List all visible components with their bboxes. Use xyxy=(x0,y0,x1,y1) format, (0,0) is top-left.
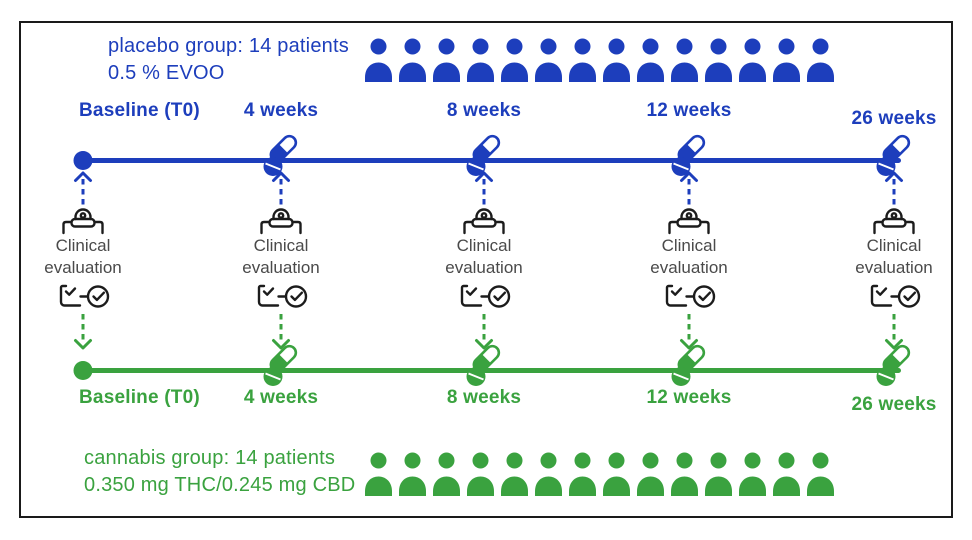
cannabis-group-dose: 0.350 mg THC/0.245 mg CBD xyxy=(84,474,356,496)
pills-icon xyxy=(876,134,911,176)
arrow-up-icon xyxy=(885,171,903,205)
cannabis-timeline-line xyxy=(79,368,901,373)
pills-icon xyxy=(263,344,298,386)
person-icon xyxy=(501,38,528,82)
timepoint-label-placebo: 12 weeks xyxy=(646,100,732,121)
checklist-done-icon xyxy=(870,284,921,308)
pills-icon xyxy=(671,344,706,386)
person-icon xyxy=(773,452,800,496)
arrow-up-icon xyxy=(475,171,493,205)
clinical-evaluation-line2: evaluation xyxy=(44,258,122,277)
person-icon xyxy=(671,452,698,496)
person-icon xyxy=(467,452,494,496)
person-icon xyxy=(637,452,664,496)
timepoint-label-cannabis: 26 weeks xyxy=(851,394,937,415)
timepoint-label-placebo: Baseline (T0) xyxy=(79,100,200,121)
clinical-evaluation-line1: Clinical xyxy=(456,236,512,255)
clinical-evaluation-line1: Clinical xyxy=(866,236,922,255)
person-icon xyxy=(365,38,392,82)
arrow-up-icon xyxy=(272,171,290,205)
checklist-done-icon xyxy=(460,284,511,308)
person-icon xyxy=(603,452,630,496)
pills-icon xyxy=(876,344,911,386)
timepoint-label-cannabis: Baseline (T0) xyxy=(79,387,200,408)
checklist-done-icon xyxy=(59,284,110,308)
clinical-evaluation-label: Clinical evaluation xyxy=(44,235,122,279)
clipboard-icon xyxy=(668,208,710,235)
person-icon xyxy=(807,452,834,496)
person-icon xyxy=(433,38,460,82)
placebo-group-line1: placebo group: 14 patients xyxy=(108,35,349,57)
clinical-evaluation-line1: Clinical xyxy=(55,236,111,255)
person-icon xyxy=(399,452,426,496)
clipboard-icon xyxy=(260,208,302,235)
person-icon xyxy=(569,38,596,82)
clinical-evaluation-line2: evaluation xyxy=(242,258,320,277)
person-icon xyxy=(773,38,800,82)
pills-icon xyxy=(671,134,706,176)
person-icon xyxy=(603,38,630,82)
clinical-evaluation-line1: Clinical xyxy=(661,236,717,255)
clinical-evaluation-line2: evaluation xyxy=(855,258,933,277)
person-icon xyxy=(433,452,460,496)
placebo-group-dose: 0.5 % EVOO xyxy=(108,62,225,84)
person-icon xyxy=(569,452,596,496)
baseline-dot-marker xyxy=(73,361,93,380)
person-icon xyxy=(365,452,392,496)
clipboard-icon xyxy=(873,208,915,235)
clipboard-icon xyxy=(62,208,104,235)
placebo-timeline-line xyxy=(79,158,901,163)
pills-icon xyxy=(466,344,501,386)
placebo-group-label: placebo group: 14 patients 0.5 % EVOO xyxy=(108,33,349,87)
person-icon xyxy=(399,38,426,82)
arrow-down-icon xyxy=(74,314,92,350)
timepoint-label-cannabis: 12 weeks xyxy=(646,387,732,408)
pills-icon xyxy=(466,134,501,176)
person-icon xyxy=(739,452,766,496)
cannabis-group-line1: cannabis group: 14 patients xyxy=(84,447,336,469)
arrow-up-icon xyxy=(74,171,92,205)
pills-icon xyxy=(263,134,298,176)
person-icon xyxy=(535,38,562,82)
clinical-evaluation-line1: Clinical xyxy=(253,236,309,255)
person-icon xyxy=(467,38,494,82)
diagram-panel: placebo group: 14 patients 0.5 % EVOO Ba… xyxy=(19,21,953,518)
timepoint-label-cannabis: 4 weeks xyxy=(243,387,319,408)
person-icon xyxy=(807,38,834,82)
person-icon xyxy=(501,452,528,496)
checklist-done-icon xyxy=(257,284,308,308)
clinical-evaluation-label: Clinical evaluation xyxy=(445,235,523,279)
placebo-patient-icons xyxy=(363,37,836,83)
person-icon xyxy=(705,452,732,496)
timepoint-label-placebo: 26 weeks xyxy=(851,108,937,129)
clinical-evaluation-label: Clinical evaluation xyxy=(855,235,933,279)
checklist-done-icon xyxy=(665,284,716,308)
clipboard-icon xyxy=(463,208,505,235)
person-icon xyxy=(739,38,766,82)
baseline-dot-marker xyxy=(73,151,93,170)
clinical-evaluation-label: Clinical evaluation xyxy=(242,235,320,279)
timepoint-label-cannabis: 8 weeks xyxy=(446,387,522,408)
arrow-down-icon xyxy=(475,314,493,350)
person-icon xyxy=(671,38,698,82)
clinical-evaluation-line2: evaluation xyxy=(445,258,523,277)
arrow-down-icon xyxy=(680,314,698,350)
person-icon xyxy=(637,38,664,82)
timepoint-label-placebo: 4 weeks xyxy=(243,100,319,121)
cannabis-patient-icons xyxy=(363,451,836,497)
arrow-down-icon xyxy=(272,314,290,350)
clinical-evaluation-label: Clinical evaluation xyxy=(650,235,728,279)
timepoint-label-placebo: 8 weeks xyxy=(446,100,522,121)
person-icon xyxy=(705,38,732,82)
person-icon xyxy=(535,452,562,496)
cannabis-group-label: cannabis group: 14 patients 0.350 mg THC… xyxy=(84,445,355,499)
arrow-down-icon xyxy=(885,314,903,350)
arrow-up-icon xyxy=(680,171,698,205)
clinical-evaluation-line2: evaluation xyxy=(650,258,728,277)
